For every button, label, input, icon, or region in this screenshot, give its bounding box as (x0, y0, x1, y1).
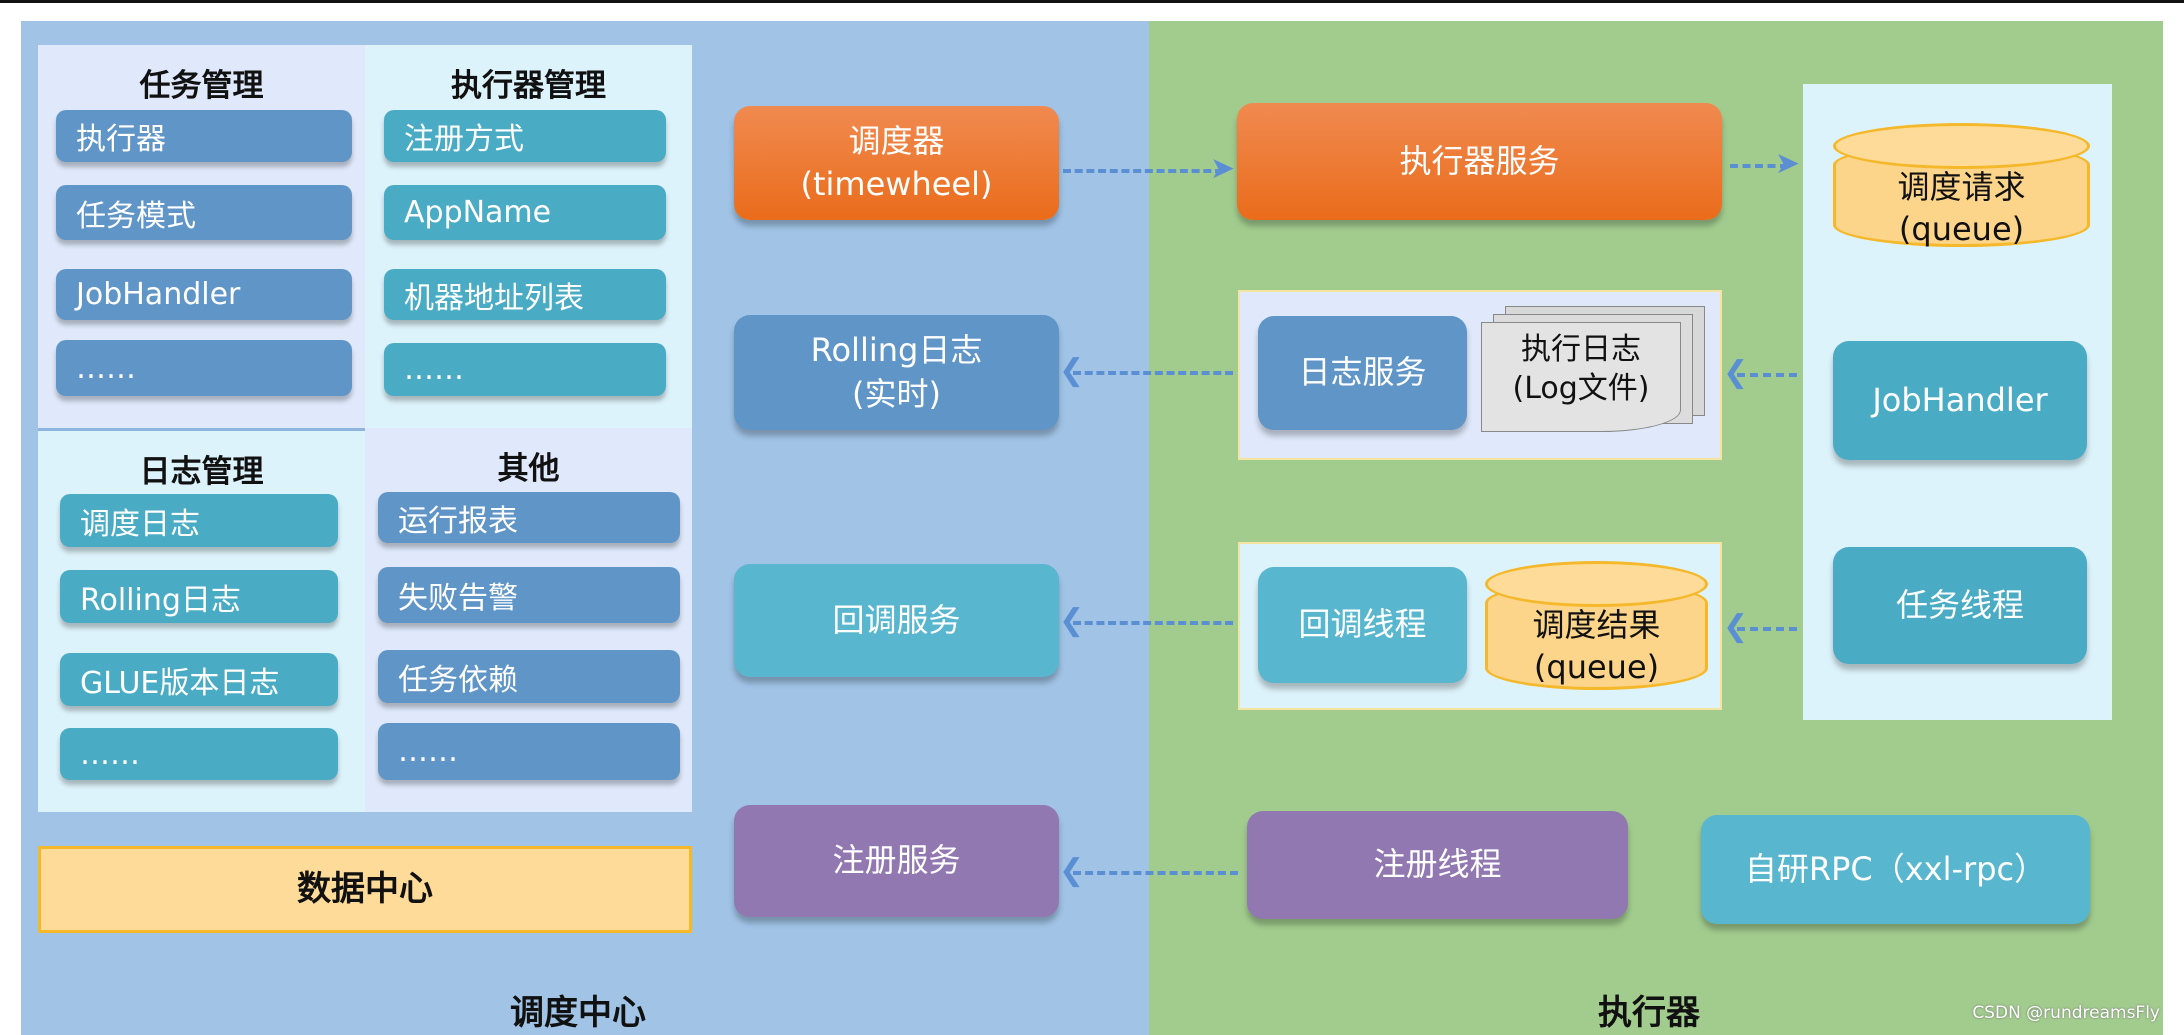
executor-item-more[interactable]: …… (384, 343, 666, 396)
exec-log-files-icon: 执行日志 (Log文件) (1481, 306, 1706, 435)
rpc-box[interactable]: 自研RPC（xxl-rpc） (1701, 815, 2090, 924)
executor-mgmt-title: 执行器管理 (451, 68, 606, 104)
executor-item-register-mode[interactable]: 注册方式 (384, 110, 666, 162)
log-mgmt-title: 日志管理 (139, 454, 264, 490)
arrow-executor-service-to-queue: ➤ (1730, 149, 1800, 179)
schedule-result-queue: 调度结果 (queue) (1485, 561, 1708, 690)
callback-thread-box[interactable]: 回调线程 (1258, 567, 1467, 683)
log-service-box[interactable]: 日志服务 (1258, 316, 1467, 430)
other-item-more[interactable]: …… (378, 723, 680, 780)
other-item-report[interactable]: 运行报表 (378, 492, 680, 543)
rolling-log-box[interactable]: Rolling日志 (实时) (734, 315, 1059, 430)
schedule-request-label: 调度请求 (queue) (1897, 168, 2026, 248)
exec-log-label: 执行日志 (Log文件) (1512, 332, 1650, 406)
task-mgmt-title: 任务管理 (139, 68, 264, 104)
executor-service-box[interactable]: 执行器服务 (1237, 103, 1722, 220)
task-item-mode[interactable]: 任务模式 (56, 185, 352, 240)
arrow-jobhandler-to-log: ❮ (1723, 358, 1797, 388)
log-item-more[interactable]: …… (60, 728, 338, 780)
executor-label: 执行器 (1598, 993, 1700, 1033)
data-center: 数据中心 (38, 846, 692, 933)
watermark: CSDN @rundreamsFly (1972, 1003, 2160, 1023)
scheduler-center-label: 调度中心 (510, 993, 646, 1033)
jobhandler-box[interactable]: JobHandler (1833, 341, 2087, 460)
task-item-jobhandler[interactable]: JobHandler (56, 269, 352, 320)
register-thread-box[interactable]: 注册线程 (1247, 811, 1628, 919)
arrow-register-thread-to-service: ❮ (1059, 856, 1238, 886)
schedule-result-label: 调度结果 (queue) (1532, 606, 1661, 686)
other-item-dependency[interactable]: 任务依赖 (378, 650, 680, 703)
executor-item-address-list[interactable]: 机器地址列表 (384, 269, 666, 320)
executor-item-appname[interactable]: AppName (384, 185, 666, 240)
other-item-alarm[interactable]: 失败告警 (378, 567, 680, 623)
scheduler-box[interactable]: 调度器 (timewheel) (734, 106, 1059, 220)
task-item-more[interactable]: …… (56, 340, 352, 396)
top-border (0, 0, 2184, 3)
register-service-box[interactable]: 注册服务 (734, 805, 1059, 917)
arrow-log-to-rolling: ❮ (1059, 356, 1233, 386)
arrow-task-thread-to-result: ❮ (1723, 612, 1797, 642)
task-item-executor[interactable]: 执行器 (56, 110, 352, 162)
log-item-glue-log[interactable]: GLUE版本日志 (60, 653, 338, 706)
arrow-callback-thread-to-service: ❮ (1059, 606, 1233, 636)
schedule-request-queue: 调度请求 (queue) (1833, 123, 2090, 248)
log-item-schedule-log[interactable]: 调度日志 (60, 494, 338, 547)
other-title: 其他 (497, 451, 560, 487)
callback-service-box[interactable]: 回调服务 (734, 564, 1059, 677)
task-thread-box[interactable]: 任务线程 (1833, 547, 2087, 664)
arrow-scheduler-to-executor-service: ➤ (1063, 154, 1235, 184)
log-item-rolling-log[interactable]: Rolling日志 (60, 570, 338, 623)
